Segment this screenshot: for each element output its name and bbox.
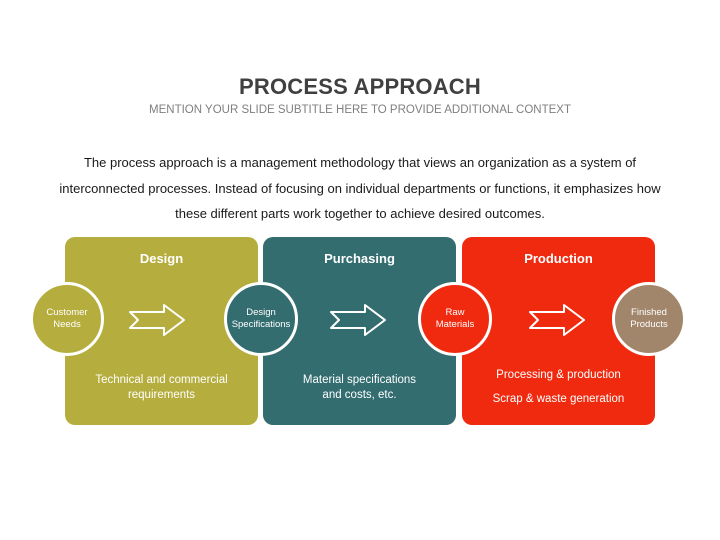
node-label: Raw (445, 307, 465, 318)
node-label: Materials (435, 319, 475, 330)
stage-description: Material specifications and costs, etc. (269, 373, 450, 403)
stage-description-line: and costs, etc. (322, 389, 397, 401)
slide-subtitle: MENTION YOUR SLIDE SUBTITLE HERE TO PROV… (149, 104, 571, 116)
node-finished-products: Finished Products (612, 282, 686, 356)
node-label: Design (246, 307, 276, 318)
node-label: Finished (631, 307, 667, 318)
slide-title: PROCESS APPROACH (239, 74, 481, 99)
stage-title: Purchasing (324, 251, 395, 266)
stage-description-line: Material specifications (302, 374, 417, 386)
stage-description-line: Technical and commercial (95, 374, 228, 386)
stage-description-line: Scrap & waste generation (492, 393, 625, 405)
node-label: Specifications (231, 319, 291, 330)
right-arrow-icon (529, 304, 585, 336)
stage-description-line: requirements (127, 389, 196, 401)
node-raw-materials: Raw Materials (418, 282, 492, 356)
node-label: Needs (53, 319, 81, 330)
intro-paragraph: The process approach is a management met… (59, 155, 661, 221)
stage-description-line: Processing & production (496, 369, 621, 381)
right-arrow-icon (330, 304, 386, 336)
node-label: Customer (46, 307, 88, 318)
node-customer-needs: Customer Needs (30, 282, 104, 356)
stage-description: Technical and commercial requirements (71, 373, 252, 403)
right-arrow-icon (129, 304, 185, 336)
stage-title: Design (139, 251, 184, 266)
node-design-specifications: Design Specifications (224, 282, 298, 356)
node-label: Products (630, 319, 668, 330)
stage-title: Production (524, 251, 593, 266)
stage-production: Production Processing & production Scrap… (462, 237, 655, 425)
